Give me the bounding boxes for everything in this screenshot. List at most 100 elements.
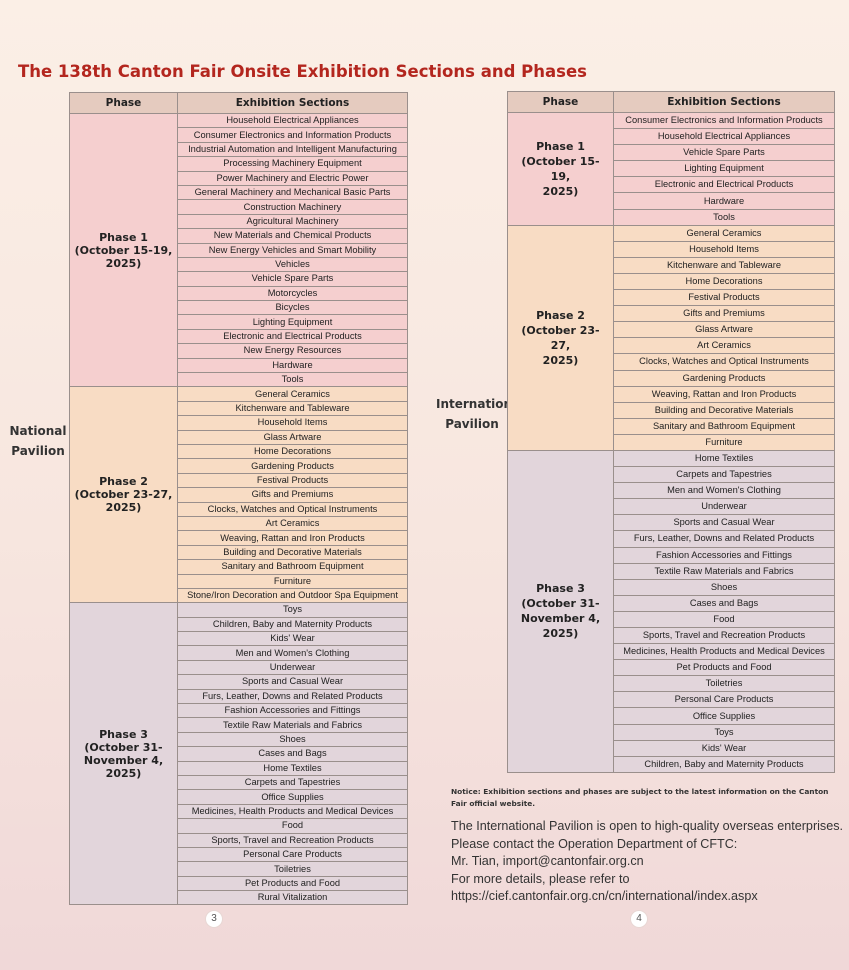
phase-label-line: Phase 2 bbox=[536, 308, 585, 322]
section-cell: Tools bbox=[177, 372, 408, 388]
section-cell: Office Supplies bbox=[613, 707, 835, 725]
phase-label-line: November 4, bbox=[520, 612, 601, 626]
section-cell: Processing Machinery Equipment bbox=[177, 156, 408, 172]
table-row: Pet Products and Food bbox=[70, 875, 408, 892]
page-number-left: 3 bbox=[205, 910, 223, 928]
section-cell: Gardening Products bbox=[613, 369, 835, 387]
international-phase-3-label: Phase 3(October 31-November 4,2025) bbox=[507, 449, 614, 773]
section-cell: Hardware bbox=[613, 192, 835, 210]
section-cell: Children, Baby and Maternity Products bbox=[613, 755, 835, 773]
table-row: Sanitary and Bathroom Equipment bbox=[508, 417, 835, 435]
section-cell: Hardware bbox=[177, 357, 408, 374]
table-row: New Energy Resources bbox=[70, 343, 408, 359]
national-phase-2-label: Phase 2(October 23-27,2025) bbox=[69, 386, 178, 604]
page-title: The 138th Canton Fair Onsite Exhibition … bbox=[18, 62, 587, 81]
table-row: Office Supplies bbox=[70, 789, 408, 805]
table-row: Phase 3(October 31-November 4,2025)Home … bbox=[507, 449, 835, 773]
section-cell: Household Items bbox=[613, 240, 835, 258]
international-pavilion-table: Phase Exhibition Sections Phase 1(Octobe… bbox=[507, 91, 835, 773]
table-row: Sports, Travel and Recreation Products bbox=[70, 832, 408, 848]
section-cell: Lighting Equipment bbox=[177, 314, 408, 330]
international-phase-2-label: Phase 2(October 23-27,2025) bbox=[507, 224, 614, 451]
phase-label-line: (October 31- bbox=[84, 740, 163, 754]
section-cell: Vehicles bbox=[177, 256, 408, 273]
website-link[interactable]: https://cief.cantonfair.org.cn/cn/intern… bbox=[451, 889, 758, 903]
section-cell: General Ceramics bbox=[177, 386, 408, 402]
section-cell: Toiletries bbox=[177, 861, 408, 877]
section-cell: Toiletries bbox=[613, 675, 835, 693]
section-cell: Furniture bbox=[613, 433, 835, 451]
phase-label-line: (October 23-27, bbox=[521, 323, 600, 352]
table-row: Phase 2(October 23-27,2025)General Ceram… bbox=[69, 386, 408, 604]
table-row: Home Textiles bbox=[70, 760, 408, 776]
section-cell: Stone/Iron Decoration and Outdoor Spa Eq… bbox=[177, 587, 408, 604]
intro-line: Please contact the Operation Department … bbox=[451, 836, 738, 851]
section-cell: Textile Raw Materials and Fabrics bbox=[177, 717, 408, 733]
section-cell: Men and Women's Clothing bbox=[177, 645, 408, 661]
section-cell: Kids' Wear bbox=[613, 739, 835, 757]
section-cell: Household Electrical Appliances bbox=[613, 128, 835, 146]
section-cell: Building and Decorative Materials bbox=[613, 401, 835, 419]
phase-label-line: 2025) bbox=[105, 256, 142, 270]
table-row: Phase 1(October 15-19,2025)Consumer Elec… bbox=[507, 111, 835, 226]
section-cell: Pet Products and Food bbox=[613, 659, 835, 677]
section-cell: Fashion Accessories and Fittings bbox=[613, 546, 835, 564]
section-cell: Construction Machinery bbox=[177, 199, 408, 215]
international-pavilion-label: International Pavilion bbox=[436, 397, 525, 431]
section-cell: New Energy Vehicles and Smart Mobility bbox=[177, 242, 408, 258]
table-row: Home Decorations bbox=[70, 443, 408, 460]
table-row: Motorcycles bbox=[70, 285, 408, 302]
table-row: Carpets and Tapestries bbox=[508, 466, 835, 484]
section-cell: Personal Care Products bbox=[177, 846, 408, 863]
table-row: Phase 2(October 23-27,2025)General Ceram… bbox=[507, 224, 835, 451]
national-phase-3-label: Phase 3(October 31-November 4,2025) bbox=[69, 602, 178, 906]
table-row: Home Decorations bbox=[508, 272, 835, 291]
intro-line: For more details, please refer to bbox=[451, 871, 630, 886]
phase-label-line: November 4, bbox=[83, 753, 164, 767]
section-cell: Vehicle Spare Parts bbox=[613, 144, 835, 162]
table-row: Shoes bbox=[508, 578, 835, 596]
section-cell: Glass Artware bbox=[177, 429, 408, 445]
section-cell: Kids' Wear bbox=[177, 631, 408, 647]
section-cell: Kitchenware and Tableware bbox=[613, 256, 835, 274]
section-cell: Weaving, Rattan and Iron Products bbox=[613, 385, 835, 403]
phase-label-line: 2025) bbox=[542, 184, 579, 198]
table-row: New Energy Vehicles and Smart Mobility bbox=[70, 242, 408, 258]
table-row: Personal Care Products bbox=[70, 846, 408, 863]
section-cell: Shoes bbox=[177, 731, 408, 748]
section-cell: Home Textiles bbox=[613, 449, 835, 468]
table-row: Men and Women's Clothing bbox=[70, 645, 408, 661]
section-cell: Sports, Travel and Recreation Products bbox=[613, 626, 835, 645]
section-cell: Art Ceramics bbox=[613, 337, 835, 355]
section-cell: General Ceramics bbox=[613, 224, 835, 242]
national-table-body: Phase 1(October 15-19,2025)Household Ele… bbox=[69, 112, 408, 906]
section-cell: Weaving, Rattan and Iron Products bbox=[177, 530, 408, 546]
section-cell: Power Machinery and Electric Power bbox=[177, 170, 408, 186]
section-cell: Office Supplies bbox=[177, 789, 408, 805]
section-cell: Home Decorations bbox=[177, 443, 408, 460]
section-cell: Home Decorations bbox=[613, 272, 835, 291]
table-row: Cases and Bags bbox=[508, 594, 835, 612]
section-cell: Cases and Bags bbox=[177, 746, 408, 762]
section-cell: Medicines, Health Products and Medical D… bbox=[613, 643, 835, 661]
section-cell: Food bbox=[177, 818, 408, 834]
section-cell: Electronic and Electrical Products bbox=[613, 176, 835, 194]
section-cell: General Machinery and Mechanical Basic P… bbox=[177, 184, 408, 201]
table-row: Medicines, Health Products and Medical D… bbox=[70, 803, 408, 820]
section-cell: Fashion Accessories and Fittings bbox=[177, 703, 408, 719]
intro-line: The International Pavilion is open to hi… bbox=[451, 819, 844, 833]
section-cell: Electronic and Electrical Products bbox=[177, 328, 408, 345]
section-cell: Industrial Automation and Intelligent Ma… bbox=[177, 141, 408, 158]
table-row: Construction Machinery bbox=[70, 199, 408, 215]
table-row: Consumer Electronics and Information Pro… bbox=[70, 127, 408, 143]
table-row: Kids' Wear bbox=[70, 631, 408, 647]
section-cell: Bicycles bbox=[177, 300, 408, 316]
national-pavilion-label: National Pavilion bbox=[9, 424, 67, 458]
table-row: Men and Women's Clothing bbox=[508, 482, 835, 500]
section-cell: Carpets and Tapestries bbox=[177, 774, 408, 791]
phase-label-line: 2025) bbox=[542, 627, 579, 641]
phase-label-line: Phase 1 bbox=[536, 139, 585, 153]
section-cell: Festival Products bbox=[177, 472, 408, 489]
phase-label-line: Phase 3 bbox=[536, 582, 585, 596]
section-cell: Food bbox=[613, 610, 835, 629]
